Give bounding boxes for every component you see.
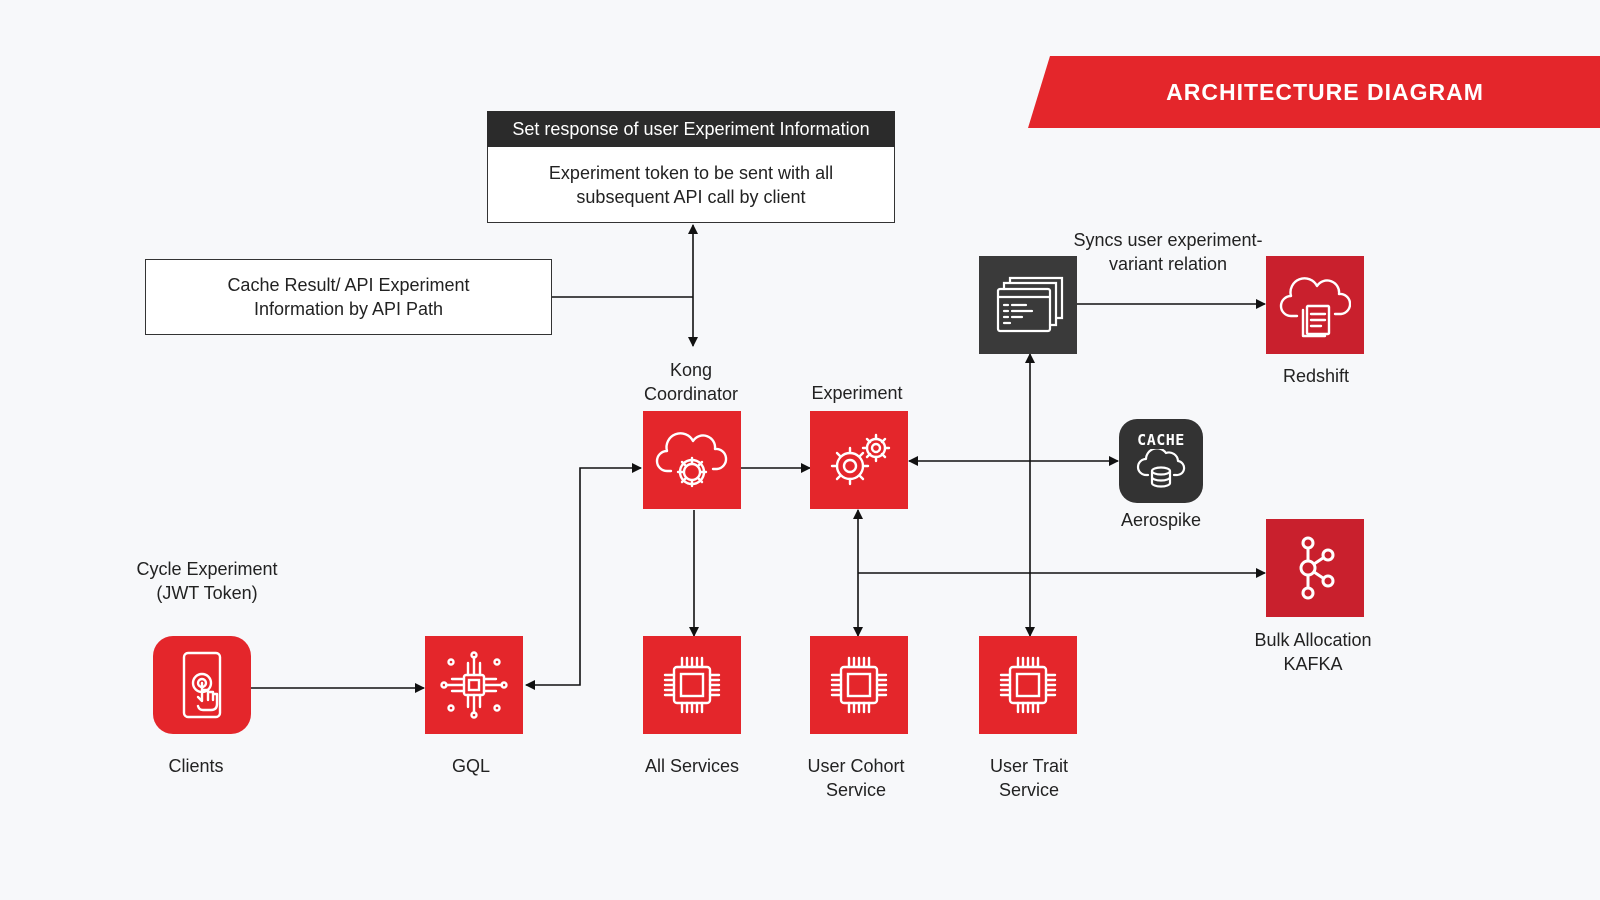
clients-node (153, 636, 251, 734)
gql-node (425, 636, 523, 734)
response-info-body: Experiment token to be sent with all sub… (548, 163, 834, 207)
response-info-header: Set response of user Experiment Informat… (487, 111, 895, 147)
user-cohort-label: User Cohort Service (807, 756, 905, 800)
user-trait-label: User Trait Service (989, 756, 1069, 800)
cache-result-box (145, 259, 552, 335)
redshift-label: Redshift (1282, 366, 1350, 386)
cache-database-icon (1136, 449, 1186, 488)
user-cohort-node (810, 636, 908, 734)
all-services-label: All Services (644, 756, 740, 776)
chip-icon (830, 656, 888, 714)
cache-result-text: Cache Result/ API Experiment Information… (227, 275, 470, 319)
edge-gql-kong (525, 463, 642, 690)
terminal-windows-icon (996, 276, 1064, 333)
experiment-node (810, 411, 908, 509)
gears-icon (830, 433, 891, 486)
user-trait-node (979, 636, 1077, 734)
cache-badge: CACHE (1137, 431, 1185, 449)
kong-label: Kong Coordinator (643, 360, 739, 404)
gql-label: GQL (451, 756, 491, 776)
all-services-node (643, 636, 741, 734)
title-banner: ARCHITECTURE DIAGRAM (1028, 56, 1600, 128)
cycle-annotation: Cycle Experiment (JWT Token) (136, 559, 278, 603)
cloud-gear-icon (655, 432, 728, 488)
experiment-label: Experiment (811, 383, 903, 403)
syncs-annotation: Syncs user experiment- variant relation (1073, 230, 1263, 274)
kong-coordinator-node (643, 411, 741, 509)
kafka-label: Bulk Allocation KAFKA (1254, 630, 1372, 674)
redshift-node (1266, 256, 1364, 354)
chip-icon (663, 656, 721, 714)
chip-icon (999, 656, 1057, 714)
aerospike-node: CACHE (1119, 419, 1203, 503)
chip-network-icon (440, 651, 508, 719)
sync-job-node (979, 256, 1077, 354)
kafka-node (1266, 519, 1364, 617)
clients-label: Clients (168, 756, 224, 776)
aerospike-label: Aerospike (1120, 510, 1202, 530)
kafka-icon (1299, 536, 1335, 600)
banner-title: ARCHITECTURE DIAGRAM (1166, 78, 1484, 105)
phone-touch-icon (182, 651, 222, 719)
cloud-documents-icon (1279, 277, 1351, 338)
